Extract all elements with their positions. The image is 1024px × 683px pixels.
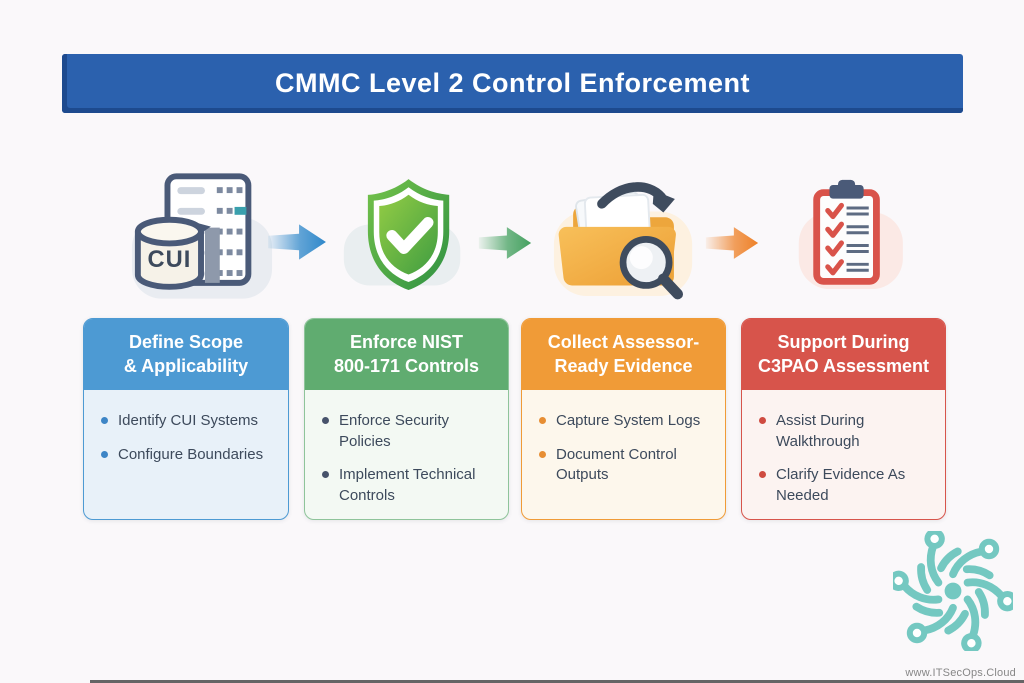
bullet-dot	[539, 450, 546, 458]
arrow-right-icon	[477, 222, 533, 264]
card-title-line2: Ready Evidence	[554, 355, 693, 376]
card-header: Enforce NIST 800-171 Controls	[305, 319, 508, 390]
card-title-line2: C3PAO Assessment	[757, 355, 930, 376]
arrow-right-icon	[266, 220, 328, 264]
list-item: Document Control Outputs	[539, 445, 715, 486]
card-body: Enforce Security Policies Implement Tech…	[305, 390, 508, 519]
card-body: Capture System Logs Document Control Out…	[522, 390, 725, 519]
cui-label: CUI	[148, 247, 192, 273]
bullet-text: Configure Boundaries	[118, 445, 264, 463]
bullet-text: Identify CUI Systems	[118, 412, 259, 429]
card-body: Identify CUI Systems Configure Boundarie…	[84, 390, 288, 519]
bullet-text: Assist During Walkthrough	[776, 412, 865, 450]
list-item: Identify CUI Systems	[101, 411, 278, 432]
itsecops-network-logo	[888, 528, 1018, 657]
title-banner: CMMC Level 2 Control Enforcement	[62, 54, 963, 113]
list-item: Assist During Walkthrough	[759, 411, 935, 452]
bullet-text: Enforce Security Policies	[339, 412, 450, 450]
card-title-line2: & Applicability	[123, 355, 249, 376]
card-header: Define Scope & Applicability	[84, 319, 288, 390]
card-title-line1: Enforce NIST	[349, 332, 464, 353]
list-item: Configure Boundaries	[101, 445, 278, 466]
card-title-line1: Collect Assessor-	[547, 332, 700, 353]
shield-check-icon	[342, 168, 476, 304]
step-card-support-assessment: Support During C3PAO Assessment Assist D…	[741, 318, 946, 520]
card-title-line2: 800-171 Controls	[333, 355, 480, 376]
list-item: Enforce Security Policies	[322, 411, 498, 452]
cui-server-icon: CUI	[128, 170, 276, 304]
bullet-dot	[322, 471, 329, 479]
arrow-right-icon	[704, 222, 760, 264]
page-title: CMMC Level 2 Control Enforcement	[274, 68, 751, 98]
clipboard-checklist-icon	[780, 166, 908, 308]
list-item: Implement Technical Controls	[322, 465, 498, 506]
bullet-dot	[539, 417, 546, 424]
folder-search-icon	[552, 170, 696, 302]
bullet-text: Capture System Logs	[556, 412, 701, 429]
list-item: Capture System Logs	[539, 411, 715, 432]
bullet-dot	[101, 417, 108, 424]
bullet-dot	[759, 471, 766, 479]
bullet-dot	[759, 417, 766, 424]
bottom-border-line	[90, 680, 1024, 683]
step-card-collect-evidence: Collect Assessor- Ready Evidence Capture…	[521, 318, 726, 520]
card-body: Assist During Walkthrough Clarify Eviden…	[742, 390, 945, 519]
step-card-enforce-nist: Enforce NIST 800-171 Controls Enforce Se…	[304, 318, 509, 520]
website-url: www.ITSecOps.Cloud	[905, 667, 1016, 679]
bullet-text: Clarify Evidence As Needed	[776, 466, 906, 505]
card-title-line1: Support During	[777, 332, 910, 353]
step-card-define-scope: Define Scope & Applicability Identify CU…	[83, 318, 289, 520]
bullet-dot	[322, 417, 329, 424]
bullet-text: Document Control Outputs	[556, 445, 677, 484]
card-header: Collect Assessor- Ready Evidence	[522, 319, 725, 390]
list-item: Clarify Evidence As Needed	[759, 465, 935, 506]
bullet-dot	[101, 450, 108, 458]
bullet-text: Implement Technical Controls	[339, 466, 476, 505]
card-header: Support During C3PAO Assessment	[742, 319, 945, 390]
card-title-line1: Define Scope	[128, 332, 244, 353]
